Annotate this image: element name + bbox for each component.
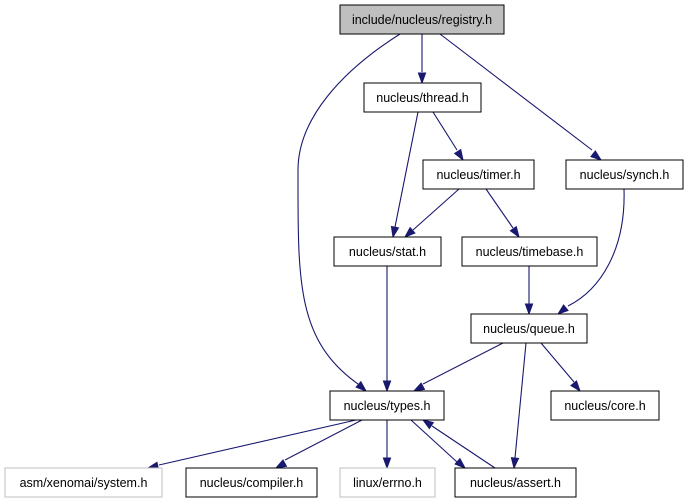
arrowhead-icon [453, 148, 464, 162]
edge-timer-to-timebase [485, 188, 520, 239]
edge-line [439, 33, 593, 151]
node-registry-label: include/nucleus/registry.h [352, 13, 492, 27]
edge-types-to-assert [410, 419, 467, 469]
arrowhead-icon [355, 380, 368, 392]
edge-line [432, 111, 458, 151]
node-assert-label: nucleus/assert.h [470, 476, 561, 490]
edge-timer-to-stat [403, 188, 460, 238]
node-timebase-label: nucleus/timebase.h [476, 245, 584, 259]
edge-thread-to-timer [432, 111, 464, 162]
edge-stat-to-types [382, 266, 392, 393]
edge-queue-to-core [540, 342, 581, 393]
node-core[interactable]: nucleus/core.h [550, 390, 660, 421]
arrowhead-icon [509, 225, 520, 239]
node-synch[interactable]: nucleus/synch.h [565, 159, 684, 190]
arrowhead-icon [382, 380, 392, 393]
edge-line [284, 419, 363, 461]
arrowhead-icon [454, 457, 467, 469]
node-timer-label: nucleus/timer.h [436, 168, 520, 182]
node-stat-label: nucleus/stat.h [349, 245, 426, 259]
node-synch-label: nucleus/synch.h [580, 168, 670, 182]
node-stat[interactable]: nucleus/stat.h [333, 236, 442, 267]
edge-registry-to-synch [439, 33, 603, 161]
edge-line [431, 425, 496, 469]
node-types[interactable]: nucleus/types.h [329, 390, 445, 421]
node-timebase[interactable]: nucleus/timebase.h [461, 236, 598, 267]
arrowhead-icon [524, 303, 534, 316]
node-compiler[interactable]: nucleus/compiler.h [185, 467, 318, 498]
node-registry[interactable]: include/nucleus/registry.h [339, 4, 505, 35]
edge-line [412, 188, 460, 231]
arrowhead-icon [403, 226, 416, 238]
node-assert[interactable]: nucleus/assert.h [454, 467, 577, 498]
edge-types-to-asmsystem [146, 419, 357, 470]
edge-timebase-to-queue [524, 266, 534, 316]
arrowhead-icon [390, 225, 400, 239]
arrowhead-icon [274, 459, 288, 469]
edge-thread-to-stat [390, 111, 419, 239]
edge-synch-to-queue [556, 188, 625, 315]
node-thread[interactable]: nucleus/thread.h [363, 82, 482, 113]
edge-line [514, 342, 527, 459]
node-core-label: nucleus/core.h [564, 399, 645, 413]
arrowhead-icon [510, 457, 520, 470]
edge-line [410, 419, 458, 463]
arrowhead-icon [421, 419, 435, 430]
edge-line [567, 188, 625, 307]
arrowhead-icon [382, 457, 392, 470]
node-queue-label: nucleus/queue.h [483, 322, 575, 336]
node-compiler-label: nucleus/compiler.h [200, 476, 304, 490]
arrowhead-icon [412, 382, 426, 392]
edge-queue-to-assert [510, 342, 527, 470]
arrowhead-icon [570, 380, 581, 393]
edge-queue-to-types [412, 342, 504, 392]
edge-line [485, 188, 514, 229]
edge-types-to-compiler [274, 419, 363, 469]
arrowhead-icon [417, 72, 427, 85]
edge-line [297, 33, 401, 385]
node-errno-label: linux/errno.h [353, 476, 422, 490]
edge-line [394, 111, 419, 228]
edge-registry-to-thread [417, 34, 427, 85]
node-queue[interactable]: nucleus/queue.h [470, 313, 588, 344]
node-thread-label: nucleus/thread.h [376, 91, 468, 105]
edge-assert-to-types [421, 419, 496, 469]
node-timer[interactable]: nucleus/timer.h [422, 159, 535, 190]
edge-line [422, 342, 504, 385]
graph-edges [146, 33, 625, 470]
node-types-label: nucleus/types.h [344, 399, 431, 413]
edge-line [158, 419, 357, 466]
arrowhead-icon [556, 304, 569, 315]
arrowhead-icon [590, 150, 603, 161]
node-asm-system[interactable]: asm/xenomai/system.h [4, 467, 163, 498]
edge-line [540, 342, 575, 383]
edge-types-to-errno [382, 420, 392, 470]
node-asm-system-label: asm/xenomai/system.h [20, 476, 148, 490]
edge-registry-to-types [297, 33, 401, 392]
node-errno[interactable]: linux/errno.h [339, 467, 436, 498]
